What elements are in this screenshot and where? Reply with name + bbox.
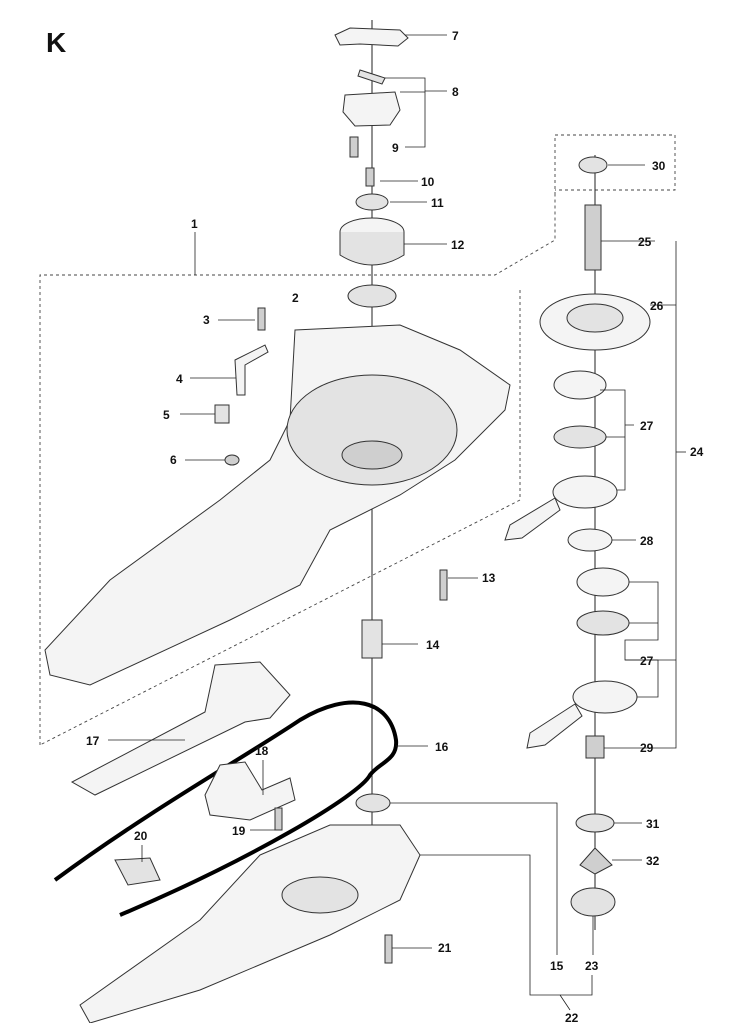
callout-22: 22 (565, 1011, 579, 1023)
nut-30-part (578, 156, 608, 174)
bracket-18-part (204, 761, 296, 821)
pinion-14-part (361, 619, 383, 659)
washer-15-part (355, 793, 391, 813)
screw-3-part (257, 307, 266, 331)
callout-20: 20 (134, 829, 148, 843)
callout-6: 6 (170, 453, 177, 467)
shaft-25-part (584, 204, 602, 271)
plate-17-part (70, 661, 291, 796)
gasket-16-part (53, 700, 399, 917)
arm-27a-part (504, 497, 561, 541)
lower-cover-boss (281, 876, 359, 914)
callout-4: 4 (176, 372, 183, 386)
plate-part (334, 27, 409, 47)
callout-18: 18 (255, 744, 269, 758)
gear-housing-part (44, 324, 511, 686)
callout-15: 15 (550, 959, 564, 973)
nut-29-part (585, 735, 605, 759)
screw-19-part (274, 807, 283, 831)
callout-13: 13 (482, 571, 496, 585)
callout-32: 32 (646, 854, 660, 868)
disc-27b-part (576, 567, 630, 597)
callout-11: 11 (431, 196, 444, 210)
callout-5: 5 (163, 408, 170, 422)
callout-8: 8 (452, 85, 459, 99)
disc-27a-part (553, 370, 607, 400)
clip-32-part (579, 847, 613, 875)
callout-17: 17 (86, 734, 100, 748)
callout-25: 25 (638, 235, 652, 249)
ring-27a-part (553, 425, 607, 449)
housing-group-outline (39, 134, 676, 746)
clutch-bracket-part (342, 91, 401, 127)
block-20-part (114, 857, 161, 886)
callout-3: 3 (203, 313, 210, 327)
spring-part (357, 69, 386, 85)
callout-12: 12 (451, 238, 465, 252)
callout-19: 19 (232, 824, 246, 838)
gear-26-hub (566, 303, 624, 333)
arm-27b-part (526, 703, 583, 749)
lower-cover-part (79, 824, 421, 1023)
callout-1: 1 (191, 217, 198, 231)
callout-16: 16 (435, 740, 449, 754)
callout-27-upper: 27 (640, 419, 654, 433)
callout-26: 26 (650, 299, 664, 313)
callout-23: 23 (585, 959, 599, 973)
washer-31-part (575, 813, 615, 833)
ring-27b-part (576, 610, 630, 636)
callout-24: 24 (690, 445, 704, 459)
callout-30: 30 (652, 159, 666, 173)
washer-11-part (355, 193, 389, 211)
callout-21: 21 (438, 941, 452, 955)
arm-27b-ring (572, 680, 638, 714)
callout-27-lower: 27 (640, 654, 654, 668)
bracket-4-part (234, 344, 269, 396)
bearing-23-part (570, 887, 616, 917)
callout-28: 28 (640, 534, 654, 548)
callout-10: 10 (421, 175, 435, 189)
arm-27a-ring (552, 475, 618, 509)
callout-7: 7 (452, 29, 459, 43)
drum-12-body (339, 232, 405, 266)
callout-14: 14 (426, 638, 440, 652)
disc-28-part (567, 528, 613, 552)
clip-5-part (214, 404, 230, 424)
callout-2: 2 (292, 291, 299, 305)
screw-21-part (384, 934, 393, 964)
housing-hub (341, 440, 403, 470)
callout-9: 9 (392, 141, 399, 155)
screw-13-part (439, 569, 448, 601)
callout-29: 29 (640, 741, 654, 755)
screw-9-part (349, 136, 359, 158)
leader-lines (108, 34, 686, 1011)
callout-31: 31 (646, 817, 660, 831)
section-letter: K (46, 27, 66, 58)
bearing-part (347, 284, 397, 308)
plug-6-part (224, 454, 240, 466)
housing-cup (286, 374, 458, 486)
screw-10-part (365, 167, 375, 187)
